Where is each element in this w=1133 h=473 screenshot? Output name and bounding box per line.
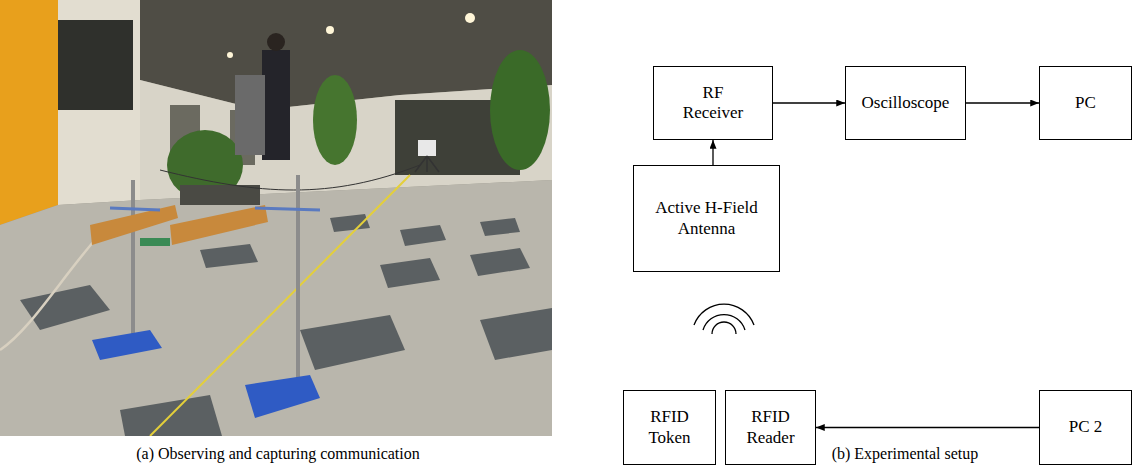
plant (490, 50, 550, 170)
subfigure-caption: (b) Experimental setup (832, 445, 979, 463)
process-box: PC 2 (1039, 390, 1132, 465)
ceiling-light (465, 13, 475, 23)
stand-rod (131, 180, 135, 345)
clamp (110, 208, 160, 210)
wave-arc (712, 322, 736, 334)
process-box: Oscilloscope (845, 66, 966, 140)
signal-arrow (816, 427, 1039, 428)
box-label: Active H-Field Antenna (644, 198, 769, 239)
stand-base (245, 375, 320, 418)
floor-tile (20, 285, 110, 330)
yellow-tape (150, 175, 410, 436)
equipment-rack (235, 75, 265, 155)
stand-base (92, 330, 162, 360)
tripod-antenna (418, 140, 436, 156)
window (58, 20, 133, 110)
box-label: PC 2 (1069, 417, 1103, 437)
signal-arrow (966, 102, 1039, 103)
process-box: RFID Reader (725, 390, 816, 465)
box-label: RFID Token (640, 407, 700, 448)
subfigure-caption: (a) Observing and capturing communicatio… (136, 445, 419, 463)
box-label: RF Receiver (676, 83, 751, 124)
floor-tile (400, 225, 446, 246)
signal-arrow (773, 102, 845, 103)
wave-arc (703, 315, 745, 330)
tripod-legs (415, 156, 439, 172)
antenna-cable (0, 240, 95, 350)
wooden-holder (90, 205, 178, 245)
orange-wall (0, 0, 58, 225)
floor-tile (480, 218, 520, 236)
white-column (58, 0, 140, 205)
floor-tile (330, 214, 370, 232)
box-label: PC (1075, 93, 1096, 113)
process-box: RFID Token (623, 390, 716, 465)
ceiling-light (227, 52, 233, 58)
process-box: PC (1039, 66, 1132, 140)
rfid-board (140, 238, 170, 246)
box-label: RFID Reader (741, 407, 801, 448)
floor-tile (200, 244, 258, 268)
tiled-floor (0, 180, 552, 436)
signal-arrow (712, 140, 713, 165)
floor-tile (300, 315, 405, 370)
ceiling-light (326, 26, 334, 34)
wave-arc (694, 304, 754, 325)
process-box: Active H-Field Antenna (633, 165, 780, 272)
clamp (255, 208, 320, 210)
process-box: RF Receiver (653, 66, 773, 140)
wooden-holder (170, 205, 268, 245)
standing-person (262, 50, 290, 160)
floor-cable (160, 165, 420, 190)
hallway-photo (0, 0, 552, 436)
person-head (267, 33, 285, 51)
plant (313, 75, 357, 165)
stand-rod (296, 175, 300, 392)
photo-ground (0, 0, 552, 436)
planter (180, 185, 260, 205)
floor-tile (380, 258, 440, 288)
floor-tile (470, 248, 530, 276)
floor-tile (480, 308, 552, 360)
box-label: Oscilloscope (862, 93, 950, 113)
